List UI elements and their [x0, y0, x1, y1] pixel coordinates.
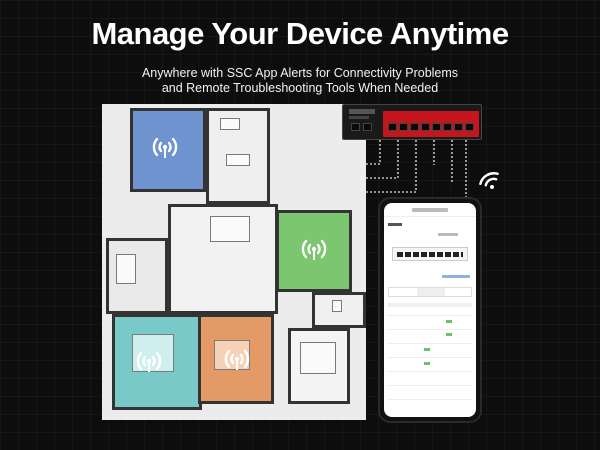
smartphone: [378, 197, 482, 423]
router-signal-icon: [136, 351, 162, 372]
uplink-port: [351, 123, 360, 131]
poe-port: [465, 123, 474, 131]
poe-port: [443, 123, 452, 131]
tab-bar: [388, 287, 472, 297]
port-description-link[interactable]: [442, 275, 470, 278]
mode-label: [438, 233, 458, 236]
poe-port: [432, 123, 441, 131]
switch-red-panel: [383, 111, 479, 137]
phone-screen: [384, 203, 476, 417]
poe-port: [388, 123, 397, 131]
dining-table: [116, 254, 136, 284]
poe-port: [399, 123, 408, 131]
wifi-icon: [479, 172, 499, 189]
poe-port: [454, 123, 463, 131]
app-header-title: [412, 208, 448, 212]
headline: Manage Your Device Anytime: [91, 16, 509, 51]
subtitle-line-2: and Remote Troubleshooting Tools When Ne…: [161, 81, 439, 95]
router-signal-icon: [152, 137, 178, 158]
router-signal-icon: [224, 349, 250, 370]
bed-bottom-right: [300, 342, 336, 374]
app-header-bar: [384, 203, 476, 217]
uplink-port: [363, 123, 372, 131]
switch-brand-text: [349, 109, 375, 119]
table-header: [388, 303, 472, 307]
room-blue: [130, 108, 206, 192]
network-switch: [342, 104, 482, 140]
toilet: [332, 300, 342, 312]
device-name: [388, 223, 402, 226]
poe-port: [410, 123, 419, 131]
floor-plan: [102, 104, 366, 420]
subtitle-line-1: Anywhere with SSC App Alerts for Connect…: [141, 66, 459, 80]
mini-switch-image: [392, 247, 468, 261]
poe-port: [421, 123, 430, 131]
router-signal-icon: [301, 239, 327, 260]
car-top: [220, 118, 240, 130]
car-bottom: [226, 154, 250, 166]
kitchen-counter: [210, 216, 250, 242]
